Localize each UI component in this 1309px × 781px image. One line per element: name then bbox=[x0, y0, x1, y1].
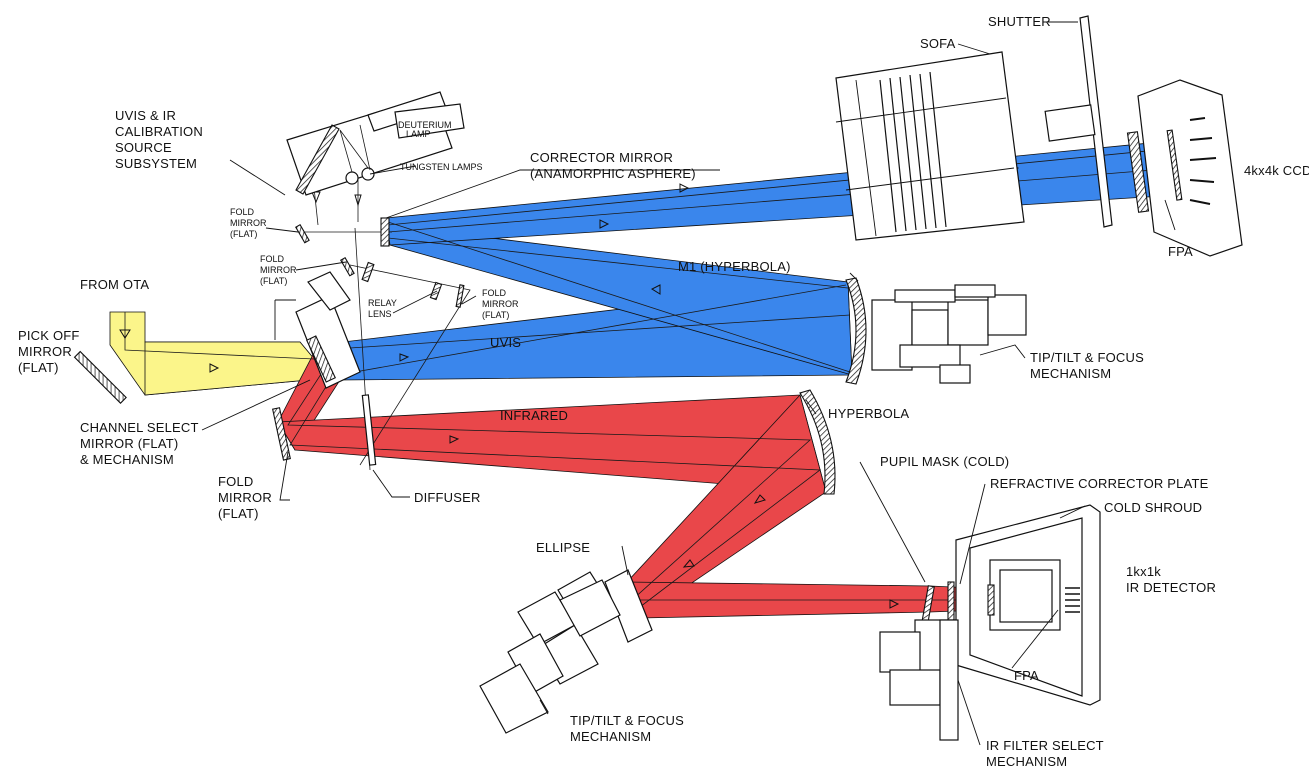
corrector-mirror bbox=[380, 217, 390, 247]
label-4kx4k-ccd: 4kx4k CCD bbox=[1244, 163, 1309, 178]
ray-lines bbox=[124, 147, 1179, 611]
ccd-detector-assembly bbox=[1126, 79, 1243, 257]
diffuser-plate bbox=[361, 394, 377, 466]
ir-detector-dewar bbox=[879, 504, 1101, 741]
label-fpa-uvis: FPA bbox=[1168, 244, 1193, 259]
fold-mirror-cal bbox=[295, 223, 310, 244]
label-sofa: SOFA bbox=[920, 36, 956, 51]
label-pupil-mask: PUPIL MASK (COLD) bbox=[880, 454, 1009, 469]
label-tungsten-lamps: TUNGSTEN LAMPS bbox=[400, 162, 483, 172]
label-fold-mirror-1: FOLD MIRROR (FLAT) bbox=[230, 207, 269, 239]
label-fold-mirror-3: FOLD MIRROR (FLAT) bbox=[482, 288, 521, 320]
label-shutter: SHUTTER bbox=[988, 14, 1051, 29]
label-channel-select: CHANNEL SELECT MIRROR (FLAT) & MECHANISM bbox=[80, 420, 202, 467]
uvis-beam-corrector-to-ccd bbox=[385, 139, 1181, 246]
calibration-source-subsystem bbox=[286, 91, 465, 196]
shutter-blade bbox=[1079, 15, 1113, 228]
ota-beam bbox=[109, 311, 331, 396]
label-fold-mirror-2: FOLD MIRROR (FLAT) bbox=[260, 254, 299, 286]
label-uvis: UVIS bbox=[490, 335, 521, 350]
label-corrector-mirror: CORRECTOR MIRROR (ANAMORPHIC ASPHERE) bbox=[530, 150, 696, 181]
label-deuterium-lamp: DEUTERIUM LAMP bbox=[398, 120, 454, 139]
label-m1-hyperbola: M1 (HYPERBOLA) bbox=[678, 259, 791, 274]
fold-mirror-relay bbox=[340, 256, 355, 277]
label-uvis-ir-cal-source: UVIS & IR CALIBRATION SOURCE SUBSYSTEM bbox=[115, 108, 207, 171]
ir-beam bbox=[277, 344, 1063, 619]
label-fold-mirror-ir: FOLD MIRROR (FLAT) bbox=[218, 474, 276, 521]
leader-lines bbox=[201, 21, 1176, 746]
ir-hyperbola-mirror bbox=[799, 389, 836, 495]
label-diffuser: DIFFUSER bbox=[414, 490, 481, 505]
label-from-ota: FROM OTA bbox=[80, 277, 149, 292]
shutter-motor bbox=[1044, 104, 1096, 142]
label-fpa-ir: FPA bbox=[1014, 668, 1039, 683]
label-hyperbola: HYPERBOLA bbox=[828, 406, 909, 421]
m1-hyperbola-mirror bbox=[845, 277, 867, 385]
relay-lens-1 bbox=[361, 261, 375, 283]
label-infrared: INFRARED bbox=[500, 408, 568, 423]
fold-mirror-3 bbox=[455, 284, 465, 308]
label-tip-tilt-ir: TIP/TILT & FOCUS MECHANISM bbox=[570, 713, 688, 744]
label-ellipse: ELLIPSE bbox=[536, 540, 590, 555]
sofa-assembly bbox=[835, 51, 1025, 241]
tip-tilt-focus-mechanism-uvis bbox=[871, 284, 1027, 384]
label-tip-tilt-uvis: TIP/TILT & FOCUS MECHANISM bbox=[1030, 350, 1148, 381]
label-cold-shroud: COLD SHROUD bbox=[1104, 500, 1202, 515]
label-refractive-corrector: REFRACTIVE CORRECTOR PLATE bbox=[990, 476, 1209, 491]
pick-off-mirror bbox=[73, 350, 127, 404]
channel-select-mechanism bbox=[274, 271, 361, 389]
label-relay-lens: RELAY LENS bbox=[368, 298, 399, 319]
label-ir-detector: 1kx1k IR DETECTOR bbox=[1126, 564, 1216, 595]
label-pick-off-mirror: PICK OFF MIRROR (FLAT) bbox=[18, 328, 83, 375]
label-ir-filter-select: IR FILTER SELECT MECHANISM bbox=[986, 738, 1107, 769]
ellipse-and-tip-tilt-mechanism-ir bbox=[479, 569, 653, 734]
